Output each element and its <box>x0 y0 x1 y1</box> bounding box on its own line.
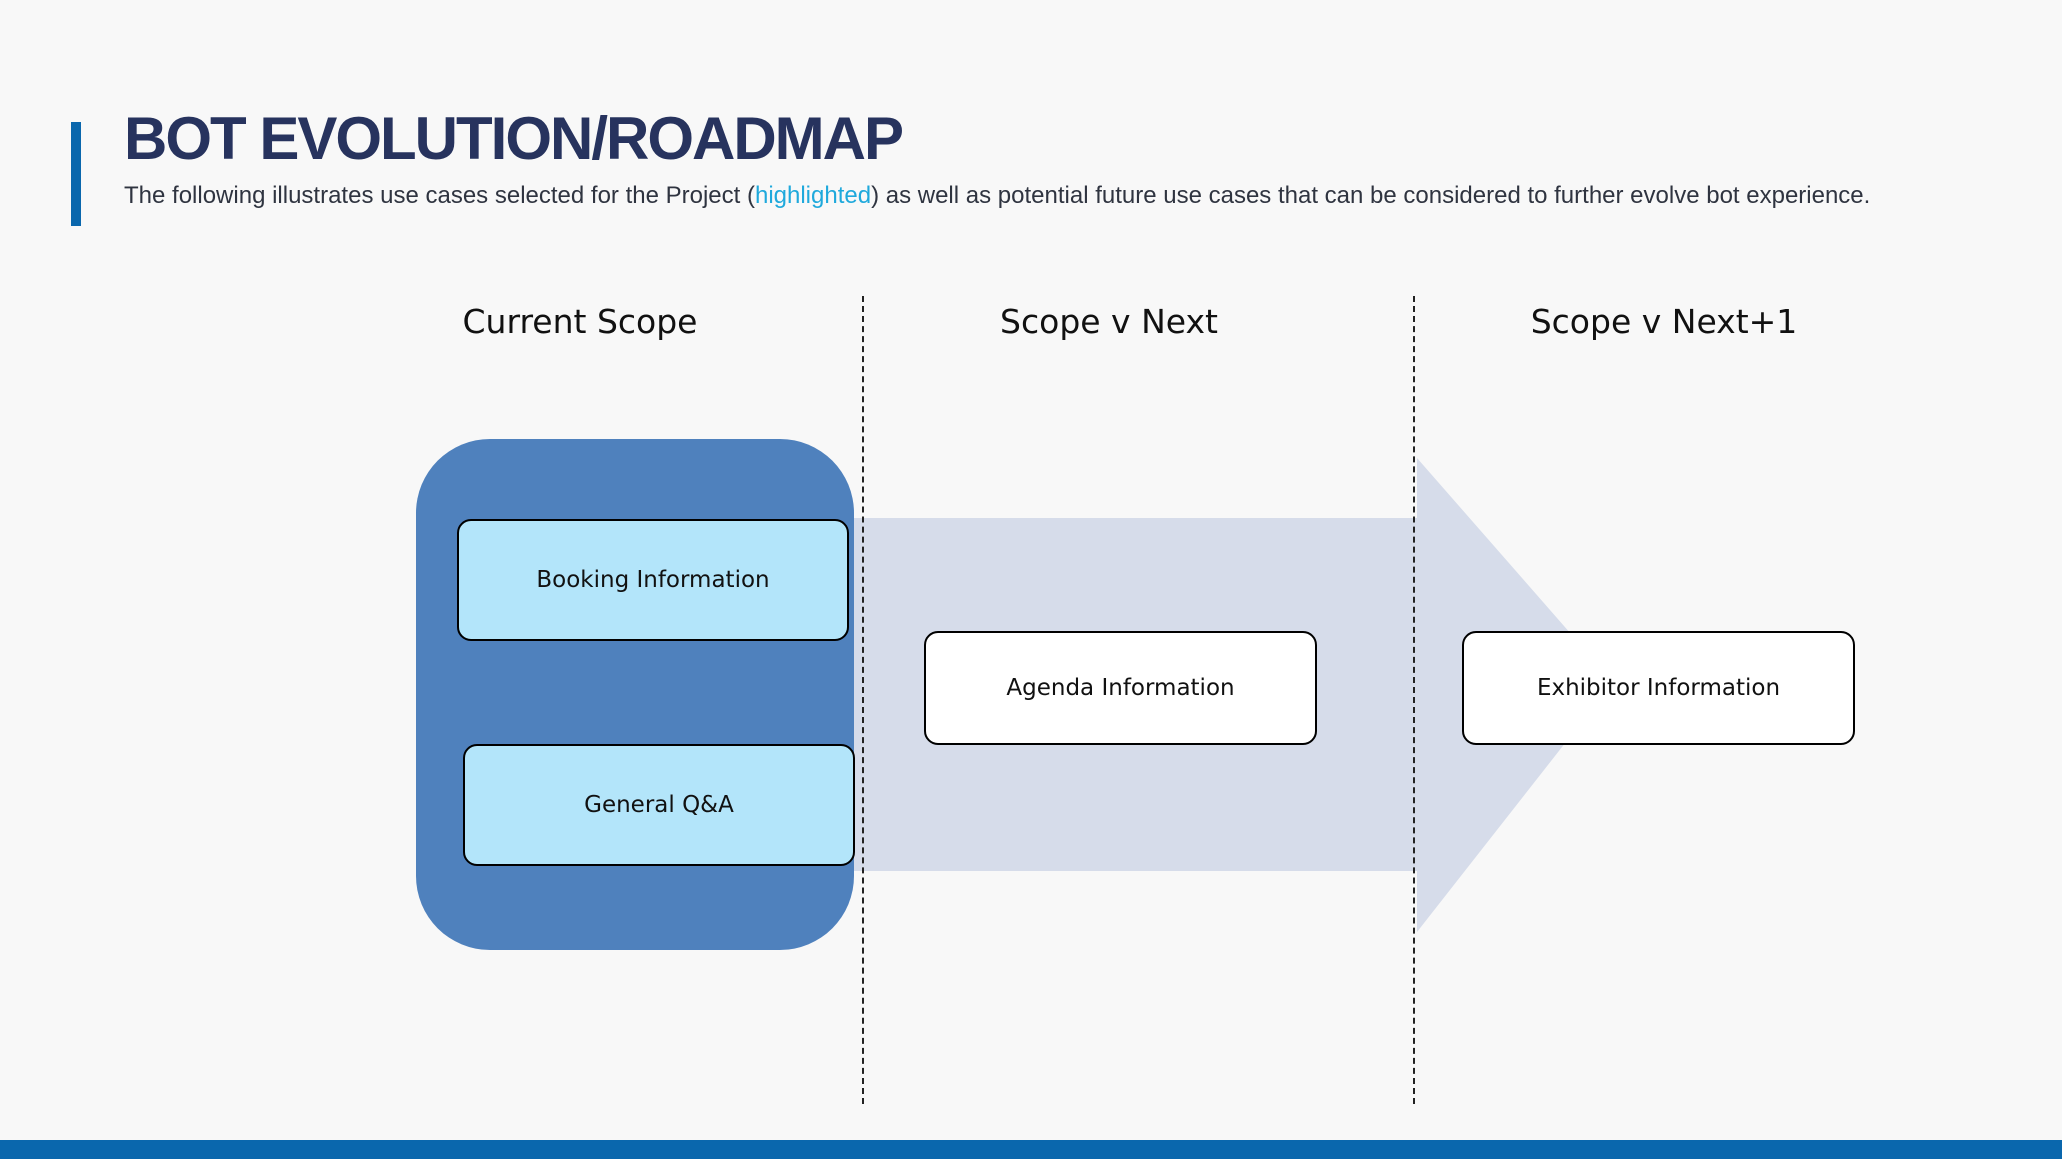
scope-divider-1 <box>862 296 864 1104</box>
page-title: BOT EVOLUTION/ROADMAP <box>124 105 904 172</box>
use-case-general-qa: General Q&A <box>463 744 855 866</box>
use-case-booking-information: Booking Information <box>457 519 849 641</box>
page-subtitle: The following illustrates use cases sele… <box>124 182 1870 210</box>
title-accent-bar <box>71 122 81 226</box>
subtitle-text-end: ) as well as potential future use cases … <box>871 182 1871 209</box>
current-scope-panel <box>416 439 854 950</box>
scope-divider-2 <box>1413 296 1415 1104</box>
column-header-current-scope: Current Scope <box>462 302 698 341</box>
subtitle-text-start: The following illustrates use cases sele… <box>124 182 755 209</box>
footer-bar <box>0 1140 2062 1159</box>
use-case-agenda-information: Agenda Information <box>924 631 1317 745</box>
column-header-scope-next: Scope v Next <box>1000 302 1218 341</box>
column-header-scope-next-plus-1: Scope v Next+1 <box>1530 302 1798 341</box>
use-case-exhibitor-information: Exhibitor Information <box>1462 631 1855 745</box>
subtitle-highlight: highlighted <box>754 182 872 209</box>
